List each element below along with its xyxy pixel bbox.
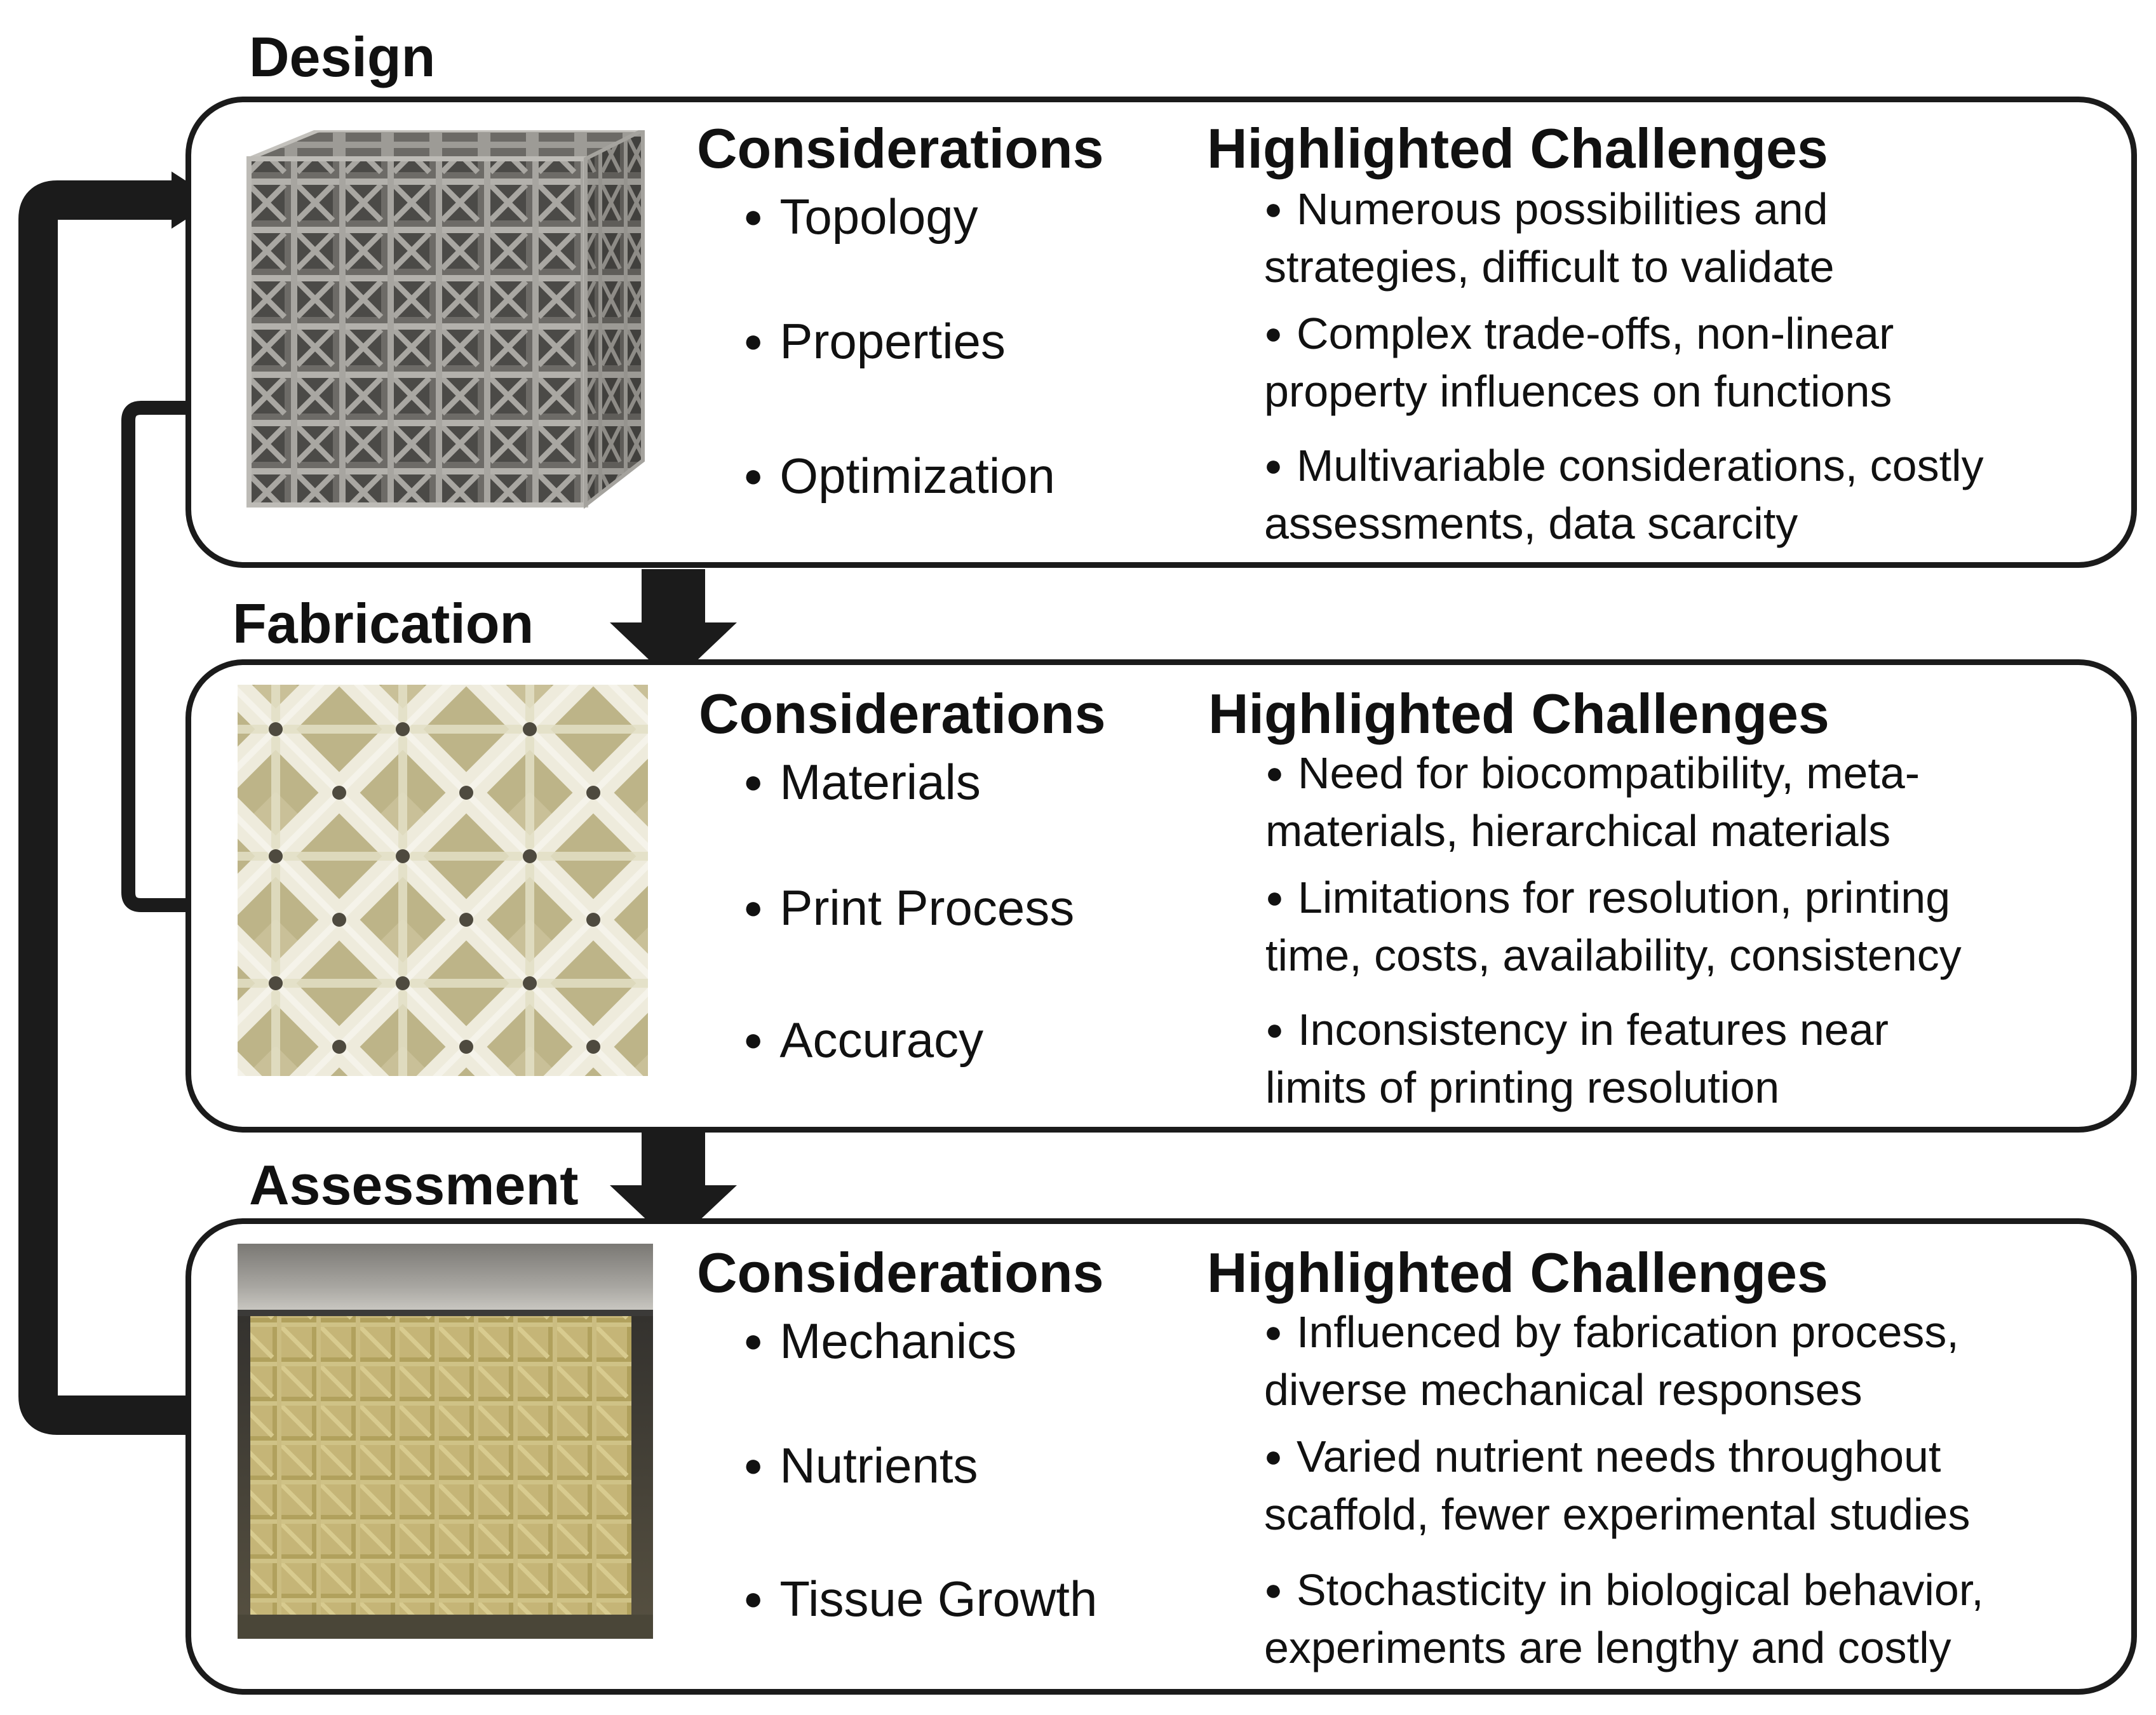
fabrication-considerations-heading: Considerations <box>699 682 1106 745</box>
assessment-consideration-item: Tissue Growth <box>743 1574 1097 1624</box>
design-consideration-item: Optimization <box>743 451 1055 501</box>
assessment-consideration-item: Mechanics <box>743 1316 1016 1366</box>
design-challenges-heading: Highlighted Challenges <box>1207 117 1828 180</box>
assessment-challenge-item: ●Influenced by fabrication process, dive… <box>1264 1307 1959 1415</box>
fabrication-challenge-item: ●Need for biocompatibility, meta- materi… <box>1265 748 1920 856</box>
design-consideration-item: Properties <box>743 316 1006 366</box>
assessment-consideration-item: Nutrients <box>743 1441 978 1490</box>
lattice-cube-image <box>243 130 649 511</box>
design-consideration-item: Topology <box>743 192 978 241</box>
assessment-challenges-heading: Highlighted Challenges <box>1207 1241 1828 1304</box>
down-arrow-fabrication-to-assessment <box>610 1131 737 1245</box>
feedback-arrow-assessment-to-design <box>18 180 191 1435</box>
assessment-considerations-heading: Considerations <box>697 1241 1104 1304</box>
fabrication-consideration-item: Accuracy <box>743 1015 983 1065</box>
assessment-challenge-item: ●Varied nutrient needs throughout scaffo… <box>1264 1432 1971 1539</box>
design-challenge-item: ●Numerous possibilities and strategies, … <box>1264 184 1835 292</box>
stage-title-design: Design <box>249 25 436 88</box>
stage-title-assessment: Assessment <box>249 1153 579 1216</box>
fabrication-consideration-item: Materials <box>743 757 980 807</box>
design-considerations-heading: Considerations <box>697 117 1104 180</box>
fabrication-challenge-item: ●Limitations for resolution, printing ti… <box>1265 873 1962 980</box>
design-challenge-item: ●Complex trade-offs, non-linear property… <box>1264 309 1894 416</box>
fabrication-challenge-item: ●Inconsistency in features near limits o… <box>1265 1005 1889 1112</box>
down-arrow-design-to-fabrication <box>610 569 737 683</box>
fabrication-challenges-heading: Highlighted Challenges <box>1208 682 1829 745</box>
feedback-arrow-fabrication-to-design <box>121 401 191 912</box>
fabrication-consideration-item: Print Process <box>743 883 1074 932</box>
printed-lattice-closeup-image <box>238 685 648 1076</box>
mechanical-test-sample-image <box>238 1244 653 1639</box>
stage-title-fabrication: Fabrication <box>232 592 534 655</box>
design-challenge-item: ●Multivariable considerations, costly as… <box>1264 441 1984 548</box>
assessment-challenge-item: ●Stochasticity in biological behavior, e… <box>1264 1565 1984 1672</box>
